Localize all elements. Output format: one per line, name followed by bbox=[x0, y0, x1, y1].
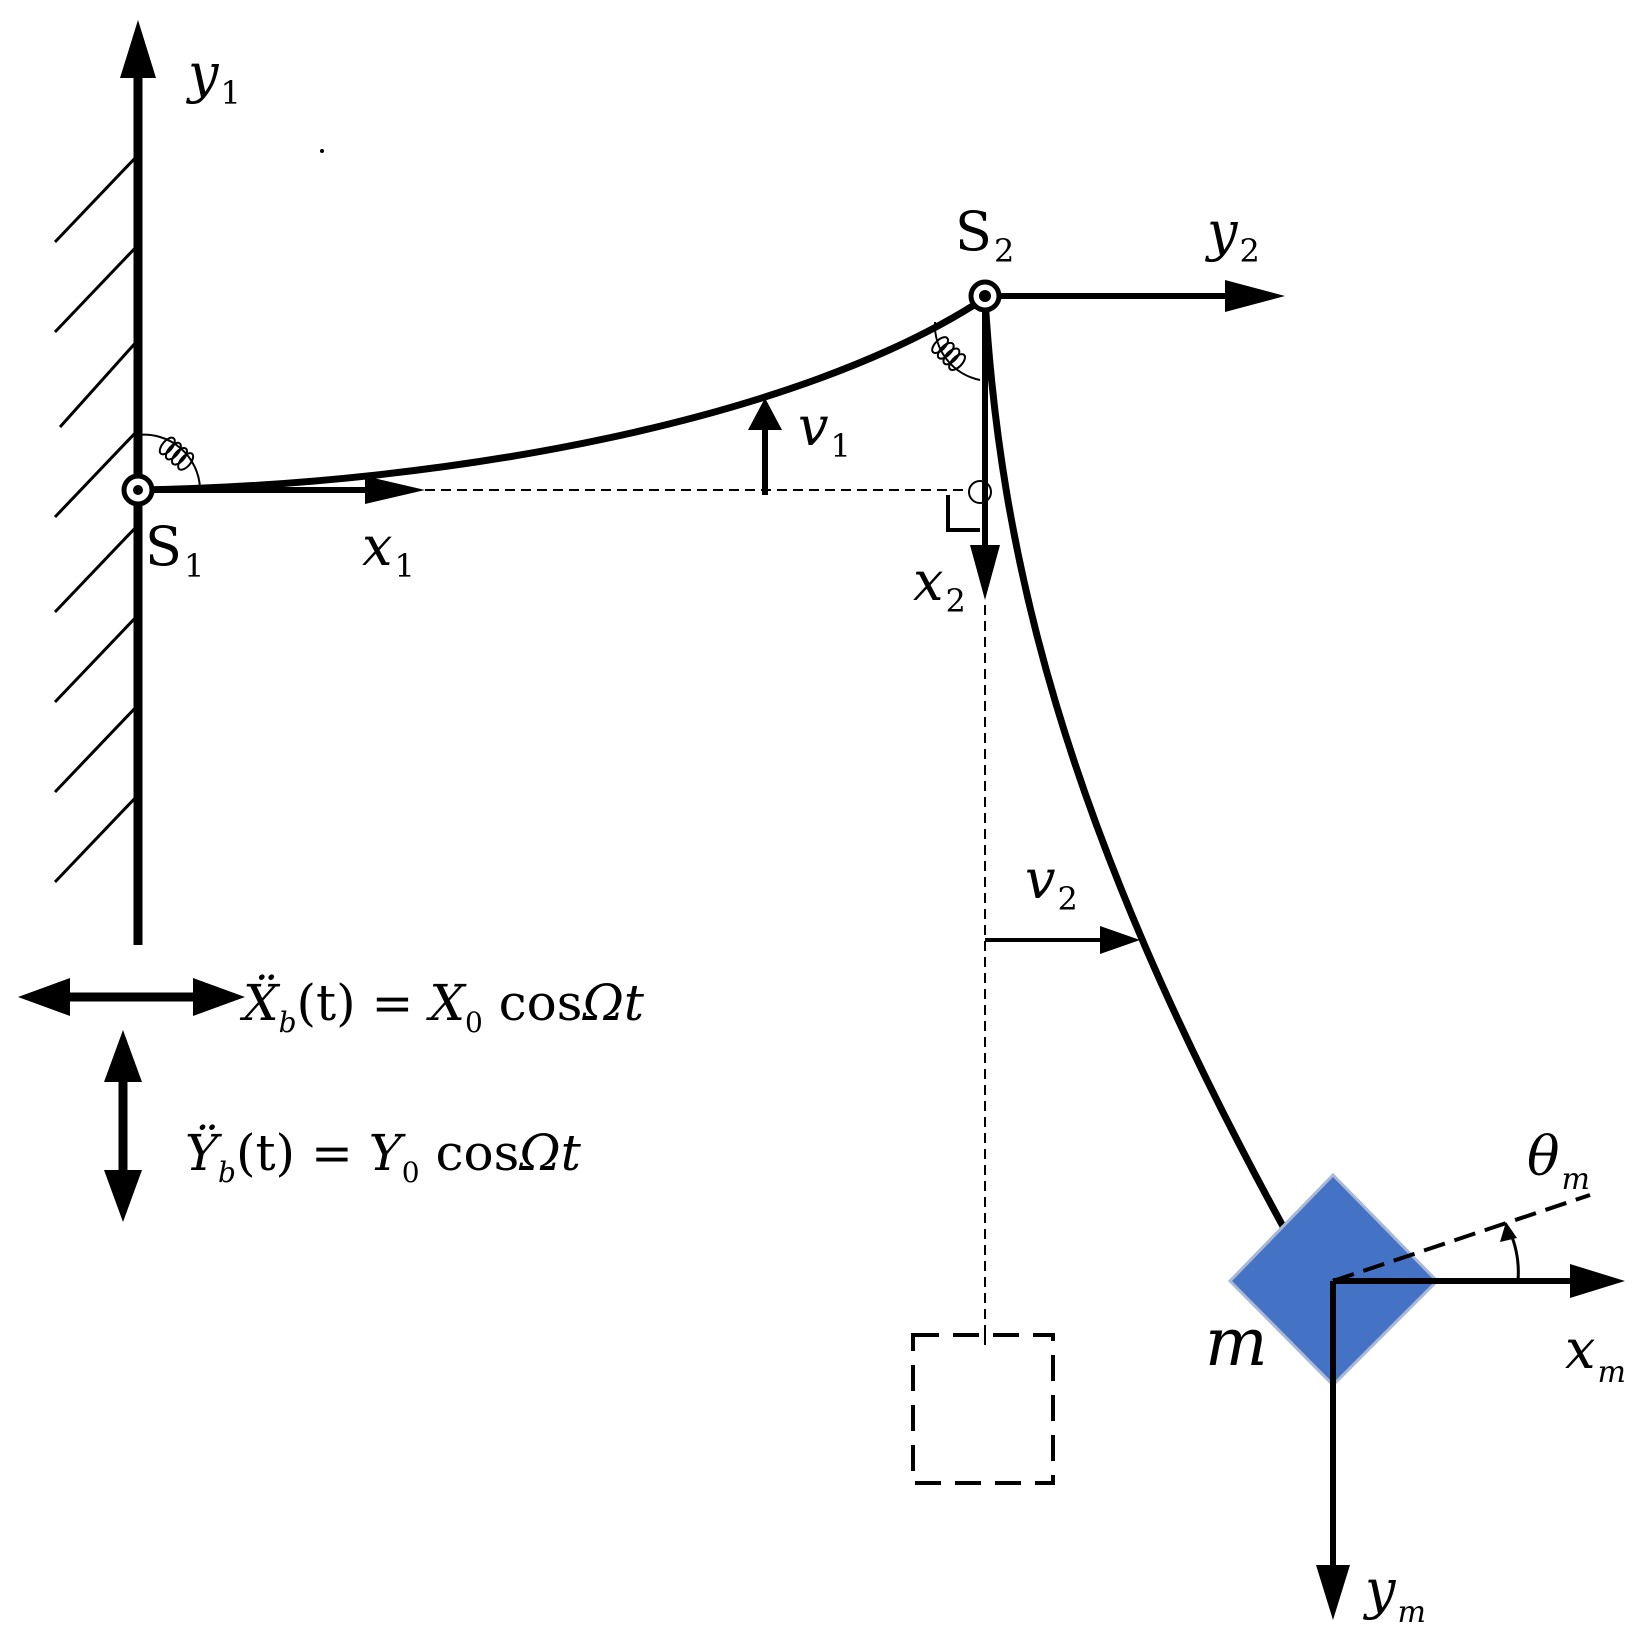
fixed-wall bbox=[53, 60, 143, 945]
mass-label: m bbox=[1205, 1304, 1268, 1381]
v1-deflection-arrow bbox=[748, 398, 782, 495]
v2-deflection-arrow bbox=[985, 926, 1140, 954]
v2-label: v2 bbox=[1025, 848, 1078, 918]
undeflected-mass-outline bbox=[911, 1333, 1055, 1485]
joint-s1 bbox=[121, 473, 155, 507]
ym-axis-arrow bbox=[1316, 1281, 1350, 1620]
beam-1 bbox=[137, 295, 987, 494]
rotational-spring-s2 bbox=[931, 321, 981, 381]
v1-label: v1 bbox=[798, 395, 851, 465]
undeflected-joint-marker bbox=[968, 480, 992, 504]
xm-axis-arrow bbox=[1333, 1264, 1625, 1298]
x1-label: x1 bbox=[362, 515, 415, 585]
s2-label: S2 bbox=[955, 200, 1014, 270]
theta-angle-arrow bbox=[1500, 1222, 1520, 1282]
joint-s2 bbox=[968, 279, 1002, 313]
horizontal-excitation-arrow bbox=[18, 978, 245, 1016]
rotational-spring-s1 bbox=[137, 433, 201, 489]
vertical-excitation-arrow bbox=[104, 1030, 142, 1222]
stray-dot bbox=[320, 149, 324, 153]
y2-label: y2 bbox=[1205, 200, 1260, 270]
ym-label: ym bbox=[1363, 1558, 1426, 1630]
y1-label: y1 bbox=[186, 42, 241, 112]
theta-reference-dashed-line bbox=[1332, 1193, 1591, 1283]
x1-axis-arrow bbox=[138, 476, 425, 504]
theta-m-label: θm bbox=[1527, 1125, 1590, 1197]
xm-label: xm bbox=[1565, 1318, 1626, 1390]
y2-axis-arrow bbox=[985, 280, 1285, 312]
y1-axis-arrowhead bbox=[120, 20, 156, 78]
beam-2 bbox=[981, 297, 1289, 1232]
y-excitation-equation: Ÿb(t) = Y0 cosΩt bbox=[185, 1123, 582, 1189]
right-angle-marker bbox=[946, 495, 980, 532]
x2-label: x2 bbox=[913, 550, 966, 620]
wall-hatching bbox=[53, 153, 140, 884]
s1-label: S1 bbox=[145, 515, 204, 585]
x-excitation-equation: Ẍb(t) = X0 cosΩt bbox=[239, 973, 645, 1039]
